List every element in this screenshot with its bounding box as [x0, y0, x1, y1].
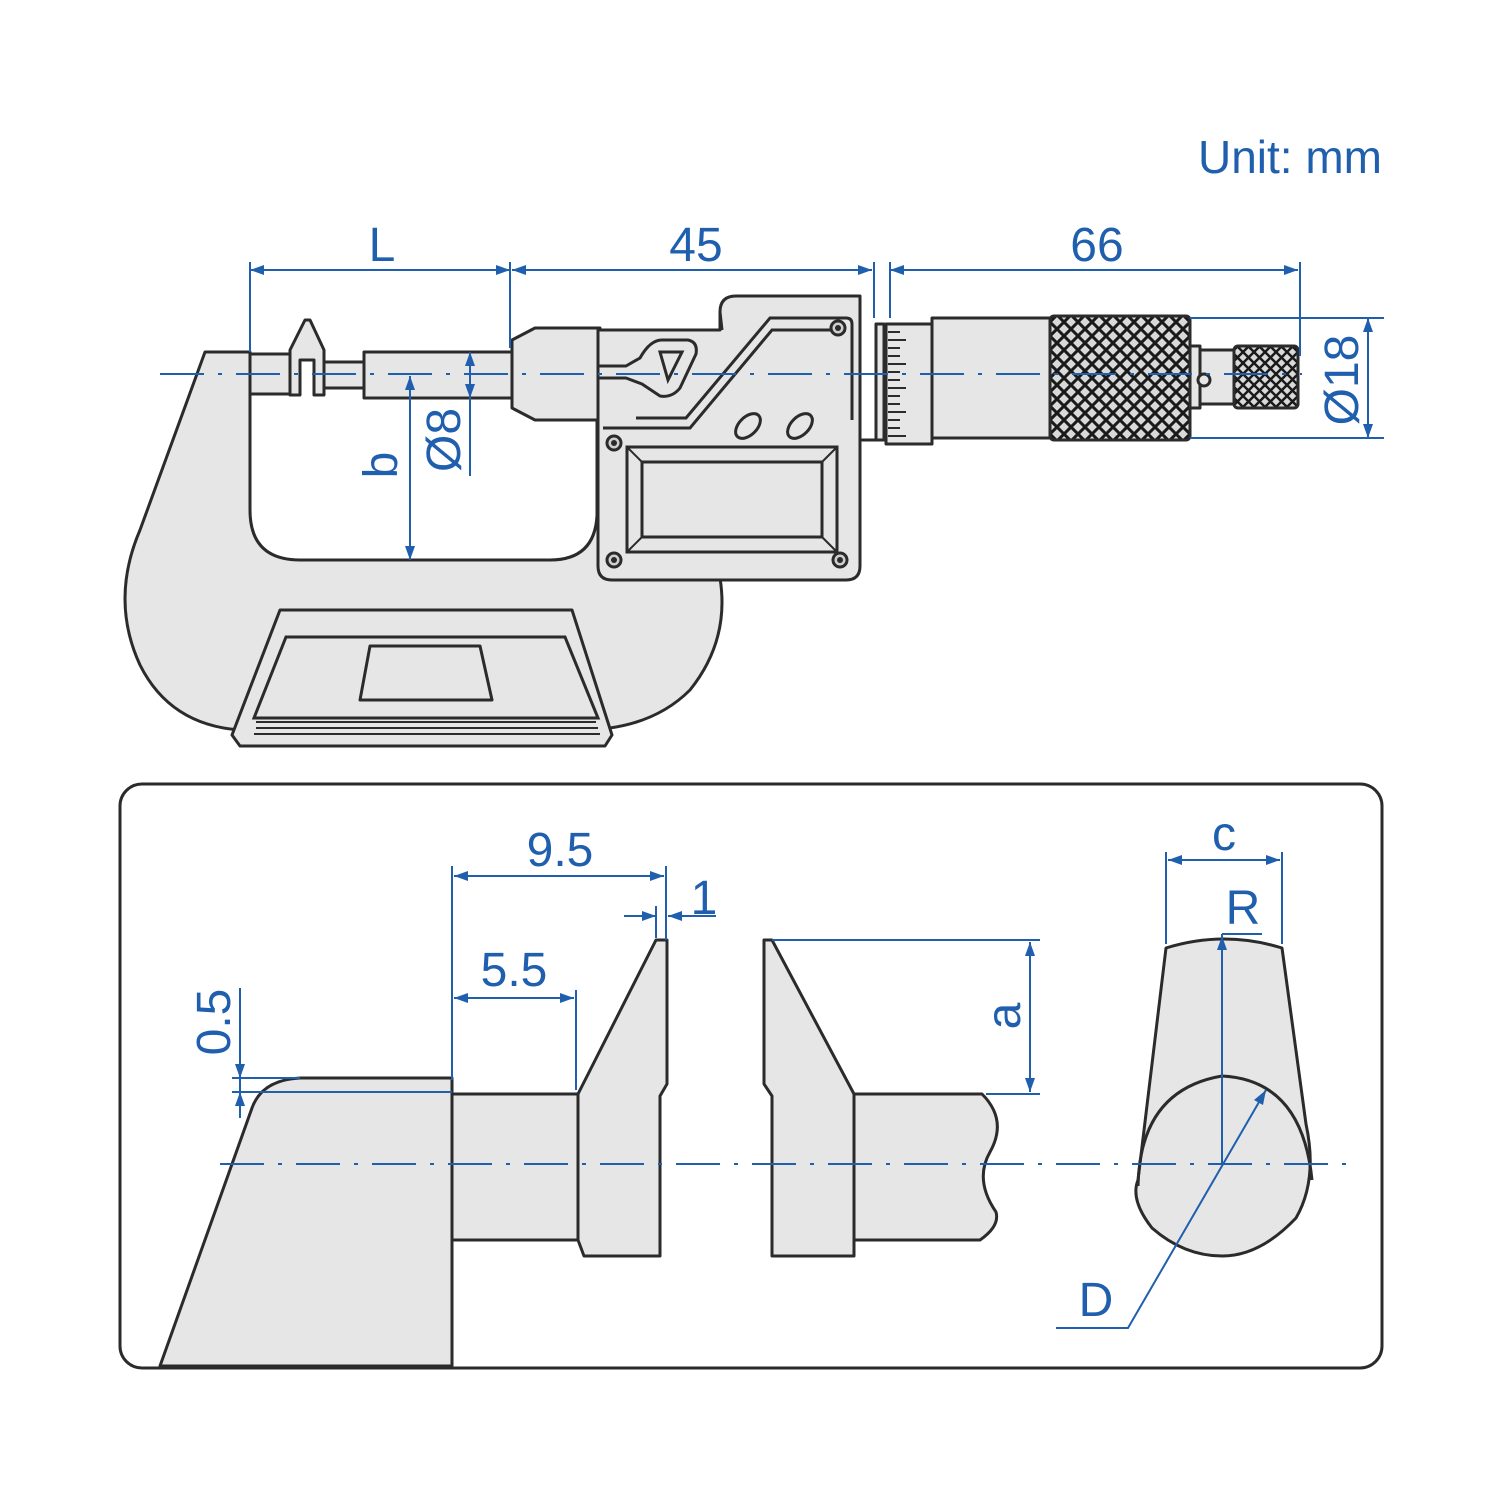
dim-label-D: D — [1079, 1274, 1114, 1327]
dim-label-R: R — [1226, 882, 1261, 935]
dim-label-a: a — [978, 1002, 1031, 1029]
thimble — [884, 316, 1054, 446]
dim-label-9-5: 9.5 — [527, 824, 594, 877]
dim-label-b: b — [355, 452, 408, 479]
dim-label-c: c — [1212, 808, 1236, 861]
spindle-blade — [762, 938, 856, 1258]
housing-step — [718, 311, 724, 331]
blade-tip — [288, 318, 326, 397]
ratchet-knob[interactable] — [1232, 344, 1300, 410]
top-dimensions — [249, 262, 1384, 560]
base-plate-badge — [358, 644, 494, 702]
unit-label: Unit: mm — [1198, 131, 1382, 183]
dim-label-1: 1 — [691, 872, 718, 925]
dim-label-d18: Ø18 — [1316, 335, 1369, 426]
button-1[interactable] — [731, 409, 765, 443]
lever-eye — [658, 350, 685, 385]
base-plate-grooves — [254, 721, 600, 735]
spindle-shaft — [852, 1092, 999, 1242]
ratchet-pin — [1196, 372, 1212, 388]
blade-end-view — [1134, 937, 1312, 1258]
housing-screws — [605, 319, 849, 569]
dim-label-66: 66 — [1070, 219, 1123, 272]
anvil-blade — [576, 938, 669, 1258]
micrometer-top-view — [123, 262, 1384, 748]
anvil-shaft — [450, 1092, 580, 1242]
housing-diagonal-panel — [603, 316, 854, 430]
button-2[interactable] — [783, 409, 817, 443]
thimble-graduations — [888, 331, 906, 437]
detail-view — [118, 782, 1384, 1370]
detail-dimensions — [232, 852, 1283, 1329]
anvil-block — [158, 1076, 454, 1368]
knurled-grip[interactable] — [1048, 314, 1192, 442]
dim-label-45: 45 — [669, 219, 722, 272]
dim-label-d8: Ø8 — [418, 408, 471, 472]
base-plate-bevel — [251, 635, 601, 720]
lcd-display — [625, 445, 839, 554]
dim-label-5-5: 5.5 — [481, 944, 548, 997]
dim-label-0-5: 0.5 — [188, 989, 241, 1056]
spindle-lock-lever[interactable] — [596, 338, 698, 398]
dim-label-L: L — [369, 219, 396, 272]
